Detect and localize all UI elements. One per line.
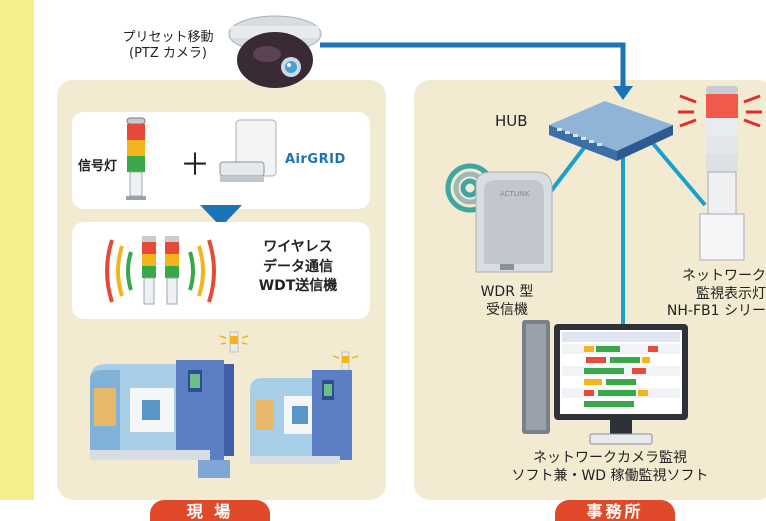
left-accent-strip (0, 0, 34, 500)
down-arrow-icon (200, 205, 242, 227)
machine-right (250, 351, 359, 464)
signal-tower-icon (126, 117, 146, 200)
software-label-line1: ネットワークカメラ監視 (533, 450, 687, 466)
wireless-text-line2: データ通信 (263, 258, 333, 275)
camera-label-line2: (PTZ カメラ) (129, 46, 207, 62)
machine-tools-illustration (90, 331, 359, 478)
wireless-transmitter-icon (105, 236, 216, 305)
receiver-brand: ACTLINK (500, 190, 530, 198)
signal-airgrid-card (72, 112, 370, 209)
tower-light-label-line1: ネットワーク (682, 268, 766, 284)
hub-label: HUB (495, 112, 528, 130)
pc-tower-icon (522, 320, 550, 434)
camera-label: プリセット移動 (PTZ カメラ) (108, 30, 228, 63)
machine-left (90, 331, 249, 478)
monitor-icon (554, 324, 688, 445)
tower-light-label-line3: NH-FB1 シリー (666, 303, 766, 319)
software-label: ネットワークカメラ監視 ソフト兼・WD 稼働監視ソフト (490, 450, 730, 485)
plus-sign: ＋ (180, 148, 210, 183)
wireless-card (72, 222, 370, 319)
camera-label-line1: プリセット移動 (122, 30, 214, 45)
signal-light-label: 信号灯 (78, 159, 118, 174)
arrow-head (613, 86, 633, 100)
airgrid-device-icon (219, 119, 277, 182)
receiver-label: WDR 型 受信機 (462, 284, 552, 319)
monitor-screen-grid (562, 332, 680, 407)
office-badge: 事務所 (555, 500, 675, 521)
wireless-text-line3: WDT送信機 (258, 278, 338, 295)
tower-light-label: ネットワーク 監視表示灯 NH-FB1 シリー (660, 268, 766, 321)
wireless-text: ワイヤレス データ通信 WDT送信機 (238, 238, 358, 297)
wireless-text-line1: ワイヤレス (263, 239, 333, 255)
network-tower-light-icon (678, 86, 762, 261)
camera-to-hub-line (320, 42, 626, 88)
receiver-label-line1: WDR 型 (480, 284, 534, 300)
hub-to-tower-line (648, 138, 707, 207)
tower-light-label-line2: 監視表示灯 (696, 285, 766, 302)
software-label-line2: ソフト兼・WD 稼働監視ソフト (511, 467, 709, 484)
field-badge: 現 場 (150, 500, 270, 521)
ptz-camera-icon (228, 15, 322, 88)
hub-icon (549, 101, 673, 161)
wdr-receiver-icon (445, 163, 553, 273)
airgrid-logo: AirGRID (285, 152, 346, 167)
receiver-label-line2: 受信機 (486, 301, 528, 318)
hub-to-receiver-line (546, 138, 592, 197)
